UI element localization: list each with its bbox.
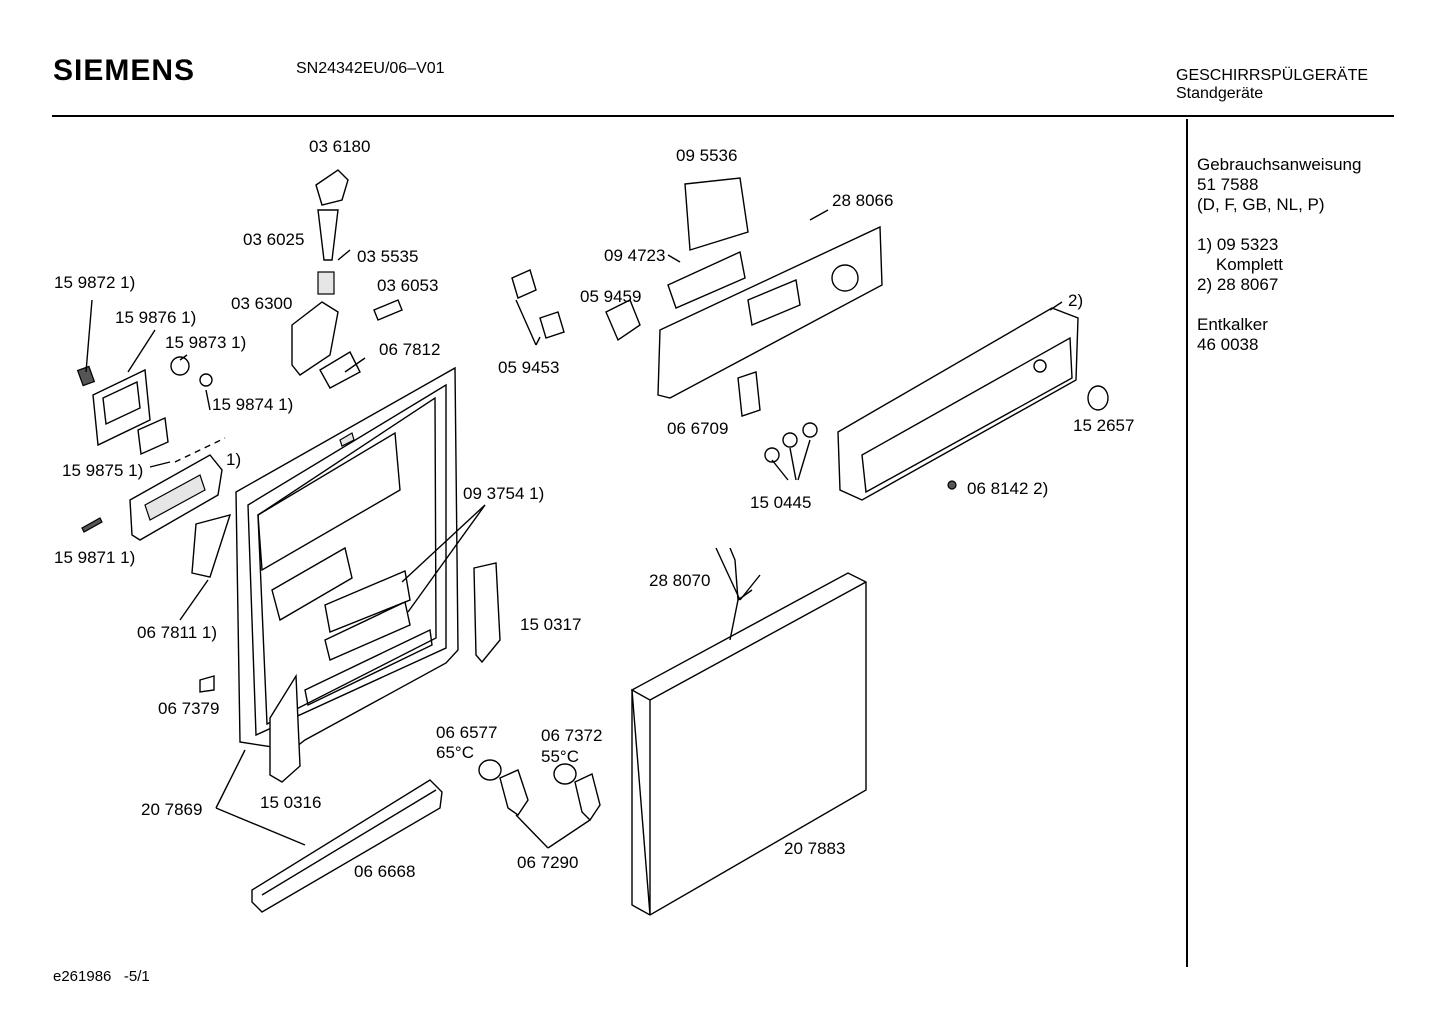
part-label: 55°C [541,747,579,766]
note-line: 2) 28 8067 [1197,275,1279,294]
note-line: Gebrauchsanweisung [1197,155,1362,174]
part-label: 03 6053 [377,276,439,295]
part-label: 09 5536 [676,146,738,165]
part-label: 06 7812 [379,340,441,359]
drawing-id: e261986 [53,968,112,985]
part-label: 2) [1068,291,1084,310]
note-line: (D, F, GB, NL, P) [1197,195,1325,214]
part-label: 06 8142 2) [967,479,1049,498]
part-label: 15 9871 1) [54,548,136,567]
note-line: Komplett [1197,255,1283,274]
part-label: 15 9873 1) [165,333,247,352]
sidebar-divider [1186,119,1188,967]
part-label: 05 9453 [498,358,560,377]
drawing-footer: e261986 -5/1 [53,968,150,985]
part-label: 06 7290 [517,853,579,872]
part-label: 06 7811 1) [137,623,218,642]
part-label: 06 6709 [667,419,729,438]
part-label: 06 6668 [354,862,416,881]
part-label: 15 0445 [750,493,812,512]
header-divider [52,115,1394,117]
part-label: 03 6025 [243,230,305,249]
part-label: 09 3754 1) [463,484,545,503]
leader-lines [85,209,1063,849]
part-label: 15 9874 1) [212,395,294,414]
note-line: 51 7588 [1197,175,1259,194]
part-label: 28 8066 [832,191,894,210]
brand-logo: SIEMENS [53,54,196,87]
part-label: 15 9872 1) [54,273,136,292]
category-subtitle: Standgeräte [1176,85,1264,102]
door-inner-panel [235,366,459,751]
part-label: 20 7869 [141,800,203,819]
outer-door-panel [631,547,867,916]
part-label: 15 9876 1) [115,308,197,327]
note-line: 46 0038 [1197,335,1259,354]
part-label: 03 6300 [231,294,293,313]
note-line: 1) 09 5323 [1197,235,1279,254]
page-number: -5/1 [123,968,150,985]
part-label: 15 2657 [1073,416,1135,435]
part-label: 06 7379 [158,699,220,718]
model-number: SN24342EU/06–V01 [296,60,445,77]
control-panel [657,225,883,417]
part-label: 65°C [436,743,474,762]
hinge-parts [291,169,403,389]
brackets [269,562,501,783]
door-lock-assembly [76,356,232,693]
sidebar-notes: Gebrauchsanweisung 51 7588 (D, F, GB, NL… [1197,155,1361,355]
part-label: 15 0317 [520,615,582,634]
part-label: 03 6180 [309,137,371,156]
part-label: 03 5535 [357,247,419,266]
part-label: 28 8070 [649,571,711,590]
thermostats [478,759,601,822]
part-label: 09 4723 [604,246,666,265]
switches [511,177,749,342]
part-label: 05 9459 [580,287,642,306]
part-label: 1) [226,450,242,469]
part-label: 20 7883 [784,839,846,858]
category: GESCHIRRSPÜLGERÄTE Standgeräte [1176,67,1368,103]
bottom-rail [251,779,443,913]
part-label: 06 6577 [436,723,498,742]
part-label: 15 0316 [260,793,322,812]
note-line: Entkalker [1197,315,1268,334]
part-label: 06 7372 [541,726,603,745]
front-fascia [764,307,1109,501]
part-label: 15 9875 1) [62,461,144,480]
category-title: GESCHIRRSPÜLGERÄTE [1176,67,1369,84]
